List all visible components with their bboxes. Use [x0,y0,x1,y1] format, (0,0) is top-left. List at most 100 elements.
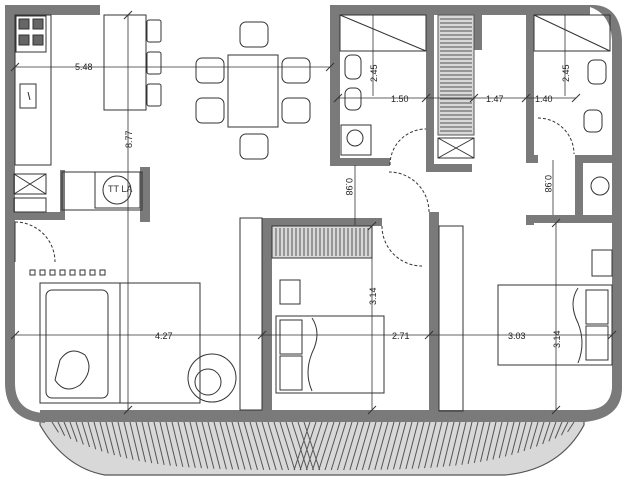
lounge-chair-right [187,353,237,403]
washer-box [94,171,141,209]
balcony-rail-line [330,421,347,471]
balcony-rail-line [189,421,202,469]
burner-2-icon [32,18,44,30]
bar-stool-3 [146,83,162,107]
balcony-rail-line [486,421,497,461]
shower-1 [339,14,427,52]
balcony-rail-line [380,421,395,470]
dining-area [195,21,311,160]
balcony-rail-line [399,421,413,470]
dining-chair-left-1 [195,57,225,84]
west-partition [5,212,65,220]
dim-hall1-width: 0.98 [344,178,354,196]
balcony-rail-line [201,421,215,469]
bar-stool-2 [146,51,162,75]
bathroom-1 [339,14,427,166]
bath1-door[interactable] [389,128,427,166]
wall-socket-strip [29,269,106,276]
balcony-rail-line [324,421,341,471]
balcony-rail-line [361,421,377,471]
balcony-rail-line [279,421,296,471]
bedroom-2 [438,225,613,412]
bath1-south-wall [330,158,390,166]
east-wall [580,5,622,422]
pillow-2b [585,325,609,361]
dim-hall2-width: 0.98 [543,175,553,193]
dim-stair-width: 1.47 [486,94,504,104]
vanity-1 [340,124,372,156]
balcony-rail-line [141,421,153,464]
dim-living-width: 5.48 [75,62,93,72]
balcony-rail-line [165,421,178,467]
balcony-rail-line [293,421,311,471]
socket-square [29,269,36,276]
nightstand-2 [591,249,613,277]
socket-square [49,269,56,276]
balcony-rail-line [299,421,317,471]
dim-bedroom1-width: 2.71 [392,331,410,341]
dim-living-depth: 8.77 [124,130,134,148]
hall-door[interactable] [381,171,430,267]
balcony [39,417,585,476]
bath2-door[interactable] [537,117,575,155]
bedroom-divider-wall [429,212,439,415]
socket-square [99,269,106,276]
balcony-rail-line [285,421,302,471]
dining-chair-left-2 [195,97,225,124]
appliance-label: TT LA [108,184,132,194]
balcony-rail-line [417,421,431,469]
balcony-rail-line [336,421,353,471]
exterior-walls [5,5,622,423]
entry-door[interactable] [14,221,56,263]
balcony-rail-line [312,421,329,471]
dim-bath2-width: 1.40 [535,94,553,104]
balcony-rail-line [249,421,265,471]
bed-1 [275,315,385,394]
bath1-west-wall [330,5,340,165]
balcony-rail-line [51,421,59,433]
balcony-rail-line [305,421,323,471]
socket-square [89,269,96,276]
sink-1-icon [346,129,364,147]
balcony-rail-line [195,421,209,469]
wardrobe-1 [271,225,373,259]
stair-south-wall [426,164,472,172]
bath2-south-wall [526,155,538,163]
balcony-rail-line [159,421,171,466]
fridge-icon [13,173,47,195]
burner-3-icon [18,34,30,46]
balcony-rail-line [480,421,491,463]
balcony-rail-line [368,421,383,470]
balcony-rail-line [213,421,227,470]
balcony-rail-line [123,421,134,460]
nightstand-1 [279,279,301,305]
balcony-rail-line [243,421,258,470]
kitchen-island [103,14,147,111]
balcony-rail-line [63,421,72,440]
tv-cabinet [239,217,263,411]
balcony-rail-line [343,421,359,471]
balcony-rail-line [542,421,551,445]
balcony-rail-line [386,421,401,470]
balcony-rail-line [237,421,252,470]
dim-bath1-width: 1.50 [391,94,409,104]
kitchen [13,14,162,213]
balcony-rail-line [207,421,221,470]
pillow-1b [279,355,303,391]
balcony-rail-line [69,421,78,442]
balcony-rail-line [560,421,569,436]
dim-bedroom2-width: 3.03 [508,331,526,341]
bedroom1-north-wall [262,218,382,226]
bar-stool-1 [146,19,162,43]
balcony-rail-line [554,421,563,439]
bed-2 [497,284,613,366]
bidet-1-icon [344,87,362,111]
dim-bath1-depth: 2.45 [369,64,379,82]
washer-icon [102,175,132,205]
balcony-rail-line [374,421,389,470]
counter-lower [13,197,47,213]
balcony-rail-line [231,421,246,470]
balcony-rail-line [225,421,240,470]
kitchen-sink-icon [19,83,37,109]
